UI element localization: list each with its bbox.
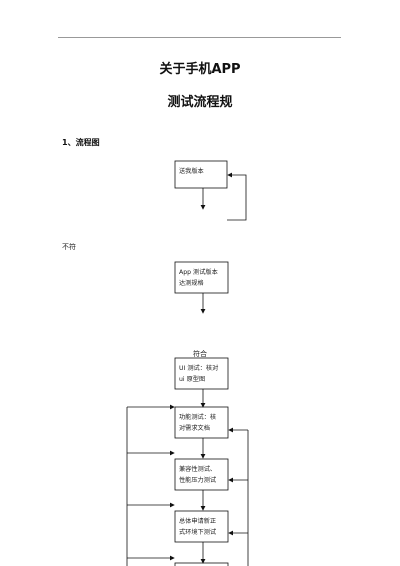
- flow-box-6-line-2: 式环境下测试: [179, 528, 216, 536]
- document-subtitle: 测试流程规: [167, 95, 233, 110]
- document-title: 关于手机APP: [159, 62, 241, 77]
- flow-box-6: [174, 510, 229, 543]
- side-label-not-match: 不符: [62, 243, 76, 251]
- loop-arrow-box-1: [227, 172, 247, 221]
- flow-box-4-line-1: 功能测试：核: [179, 413, 216, 421]
- flow-box-1: [174, 160, 228, 189]
- flow-box-5: [174, 458, 229, 491]
- flow-box-6-line-1: 总体申请新正: [179, 517, 216, 525]
- flow-box-3-line-2: ui 原型图: [179, 375, 205, 383]
- flow-box-3: [174, 357, 229, 390]
- flow-box-4: [174, 406, 229, 439]
- flow-box-2-line-1: App 测试版本: [179, 268, 218, 276]
- flow-box-4-line-2: 对需求文档: [179, 424, 210, 432]
- flow-box-2: [174, 261, 229, 294]
- header-rule: [58, 37, 341, 38]
- flow-box-5-line-2: 性能压力测试: [179, 476, 216, 484]
- flow-box-3-line-1: UI 测试：核对: [179, 364, 218, 372]
- flow-box-7-partial: [174, 562, 229, 566]
- label-match: 符合: [193, 350, 207, 358]
- flow-box-5-line-1: 兼容性测试、: [179, 465, 216, 473]
- section-heading: 1、流程图: [62, 138, 100, 147]
- flow-box-1-line-1: 送我版本: [179, 167, 204, 175]
- flow-box-2-line-2: 达测规格: [179, 279, 205, 287]
